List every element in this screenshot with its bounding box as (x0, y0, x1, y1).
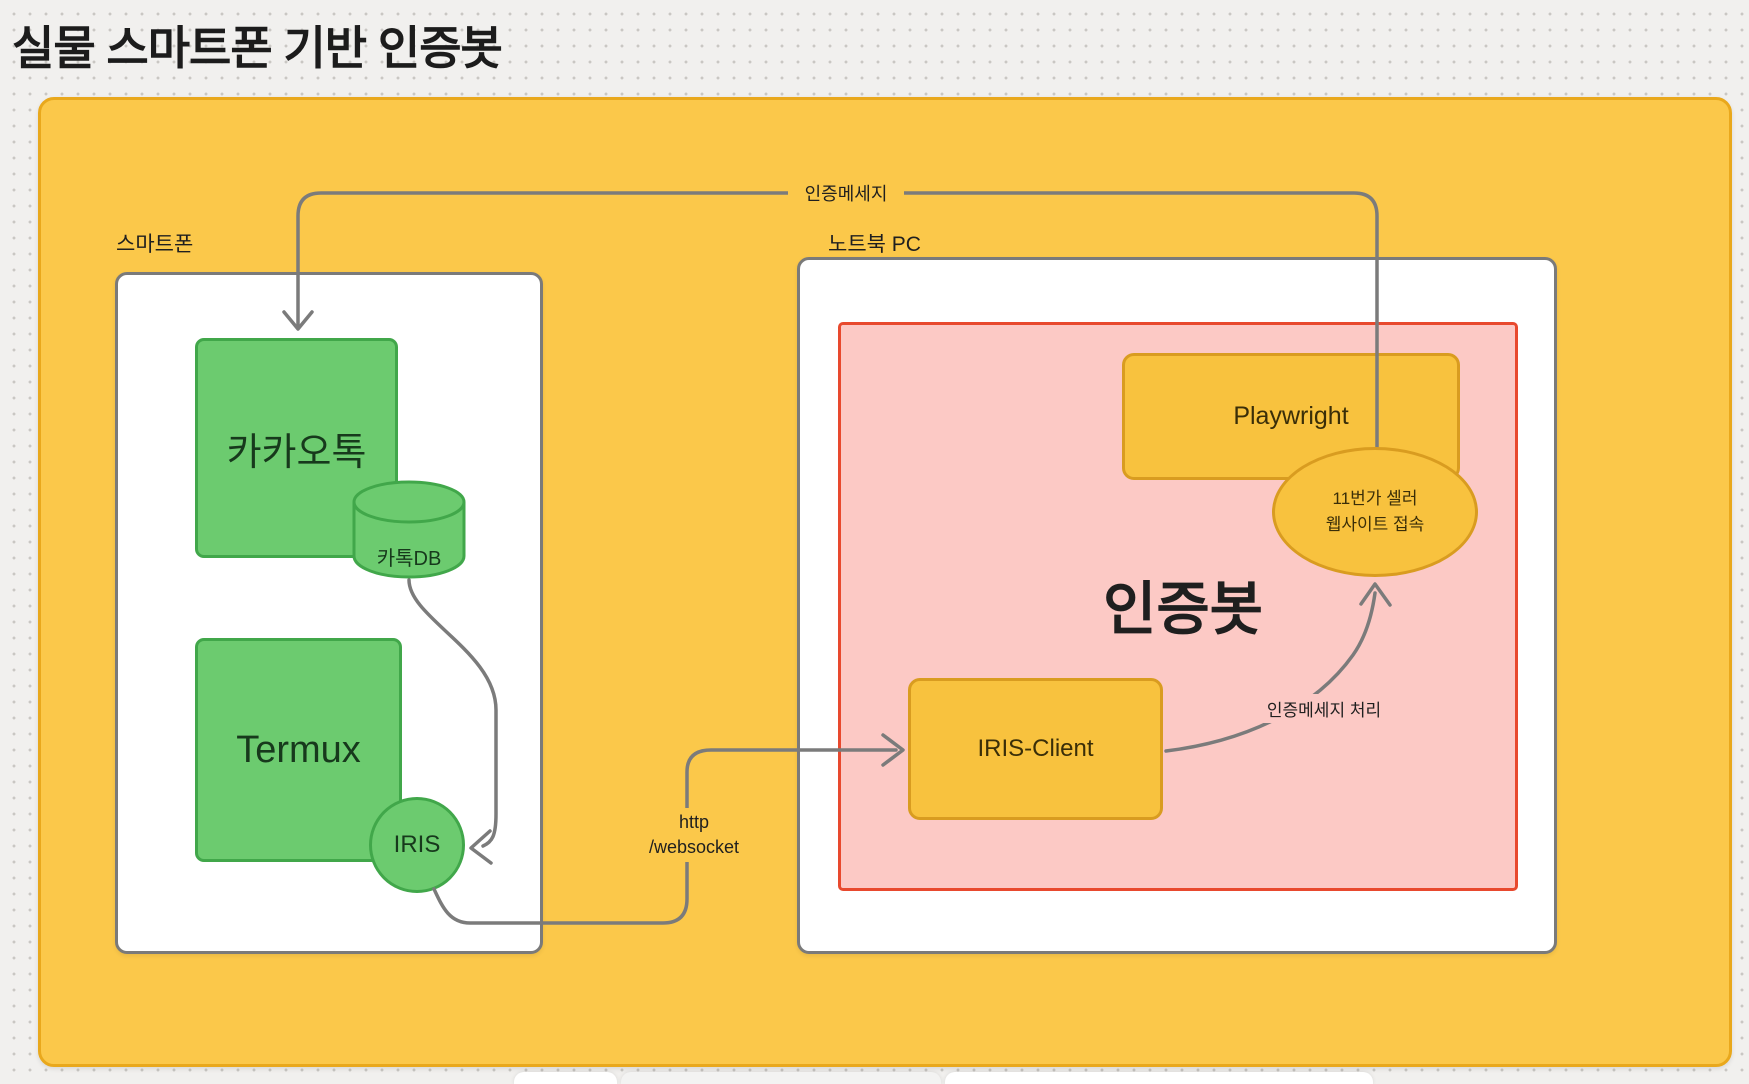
laptop-group-label: 노트북 PC (828, 233, 921, 256)
iris-node[interactable]: IRIS (369, 797, 465, 893)
bottom-panel-right[interactable] (945, 1072, 1373, 1084)
edge-auth-message-arrowhead (282, 310, 314, 331)
kakaodb-label: 카톡DB (376, 548, 442, 570)
iris-label: IRIS (393, 831, 441, 858)
edge-label-auth-message: 인증메세지 (788, 178, 904, 208)
edge-label-auth-processing: 인증메세지 처리 (1238, 694, 1410, 723)
seller-site-label-line2: 웹사이트 접속 (1325, 515, 1425, 534)
seller-site-label-line1: 11번가 셀러 (1332, 489, 1418, 508)
edge-client-to-seller-site[interactable] (1164, 582, 1392, 753)
seller-site-node[interactable]: 11번가 셀러 웹사이트 접속 (1272, 447, 1478, 577)
page-title: 실물 스마트폰 기반 인증봇 (12, 22, 503, 74)
termux-node[interactable]: Termux (195, 638, 402, 862)
playwright-label: Playwright (1233, 402, 1349, 430)
bottom-panel-middle[interactable] (621, 1072, 941, 1084)
kakaotalk-label: 카카오톡 (226, 431, 367, 474)
bottom-panel-left[interactable] (514, 1072, 617, 1084)
termux-label: Termux (236, 728, 361, 771)
edge-iris-to-iris-client-arrowhead (881, 733, 905, 767)
authbot-label: 인증봇 (1102, 577, 1264, 642)
iris-client-label: IRIS-Client (977, 735, 1094, 762)
kakaodb-cylinder[interactable]: 카톡DB (351, 479, 467, 580)
smartphone-group-label: 스마트폰 (116, 233, 194, 256)
iris-client-node[interactable]: IRIS-Client (908, 678, 1163, 820)
edge-kakaodb-to-iris-arrowhead (469, 829, 493, 865)
edge-client-to-seller-site-arrowhead (1359, 582, 1392, 607)
edge-kakaodb-to-iris[interactable] (407, 578, 498, 865)
edge-iris-to-iris-client[interactable] (432, 733, 905, 925)
edge-label-http-websocket: http /websocket (614, 808, 774, 862)
